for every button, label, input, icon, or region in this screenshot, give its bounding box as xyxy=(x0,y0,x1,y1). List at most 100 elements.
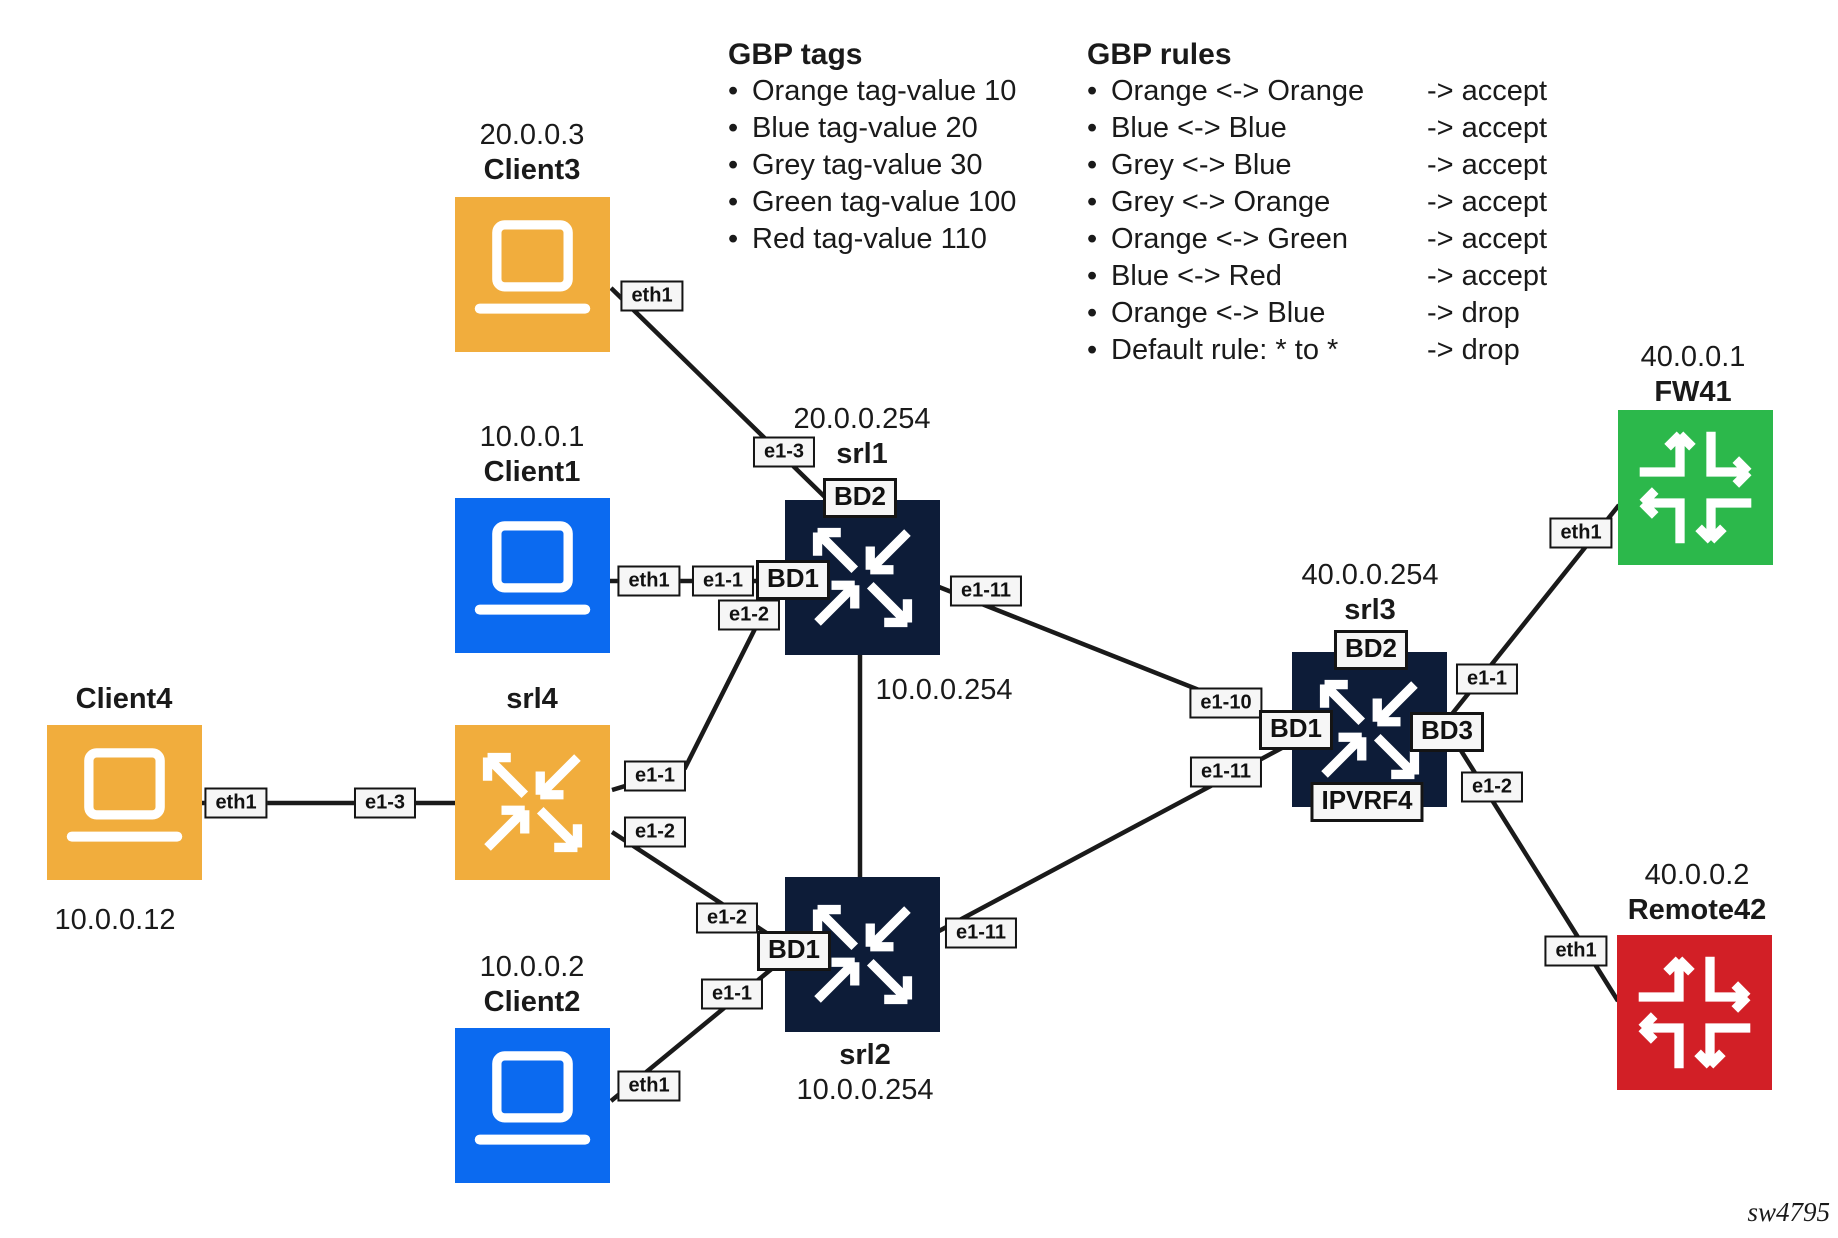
gbp-tag-item: • Orange tag-value 10 xyxy=(728,73,1016,110)
gbp-rule-item: • Orange <-> Green -> accept xyxy=(1087,221,1547,258)
gbp-rule-match: Default rule: * to * xyxy=(1111,334,1339,366)
laptop-icon xyxy=(455,498,610,653)
laptop-icon xyxy=(455,1028,610,1183)
node-client3 xyxy=(455,197,610,352)
bullet-icon: • xyxy=(1087,149,1098,181)
port-label-srl3-e1-1: e1-1 xyxy=(1455,663,1519,695)
laptop-icon xyxy=(455,197,610,352)
bullet-icon: • xyxy=(728,223,739,255)
gbp-rule-match: Blue <-> Red xyxy=(1111,260,1282,292)
bd-label-srl3-ipvrf4: IPVRF4 xyxy=(1310,782,1424,822)
gbp-rule-action: -> drop xyxy=(1427,334,1520,366)
caption-srl1: 20.0.0.254 srl1 xyxy=(702,402,1022,472)
node-ip: 40.0.0.2 xyxy=(1644,859,1750,891)
caption-client4-name: Client4 xyxy=(0,682,284,717)
port-label-srl2-e1-2: e1-2 xyxy=(695,902,759,934)
gbp-rule-item: • Blue <-> Red -> accept xyxy=(1087,258,1547,295)
bullet-icon: • xyxy=(1087,297,1098,329)
node-name: srl3 xyxy=(1344,594,1396,626)
caption-client2: 10.0.0.2 Client2 xyxy=(372,950,692,1020)
gbp-rule-action: -> drop xyxy=(1427,297,1520,329)
gbp-rule-match: Orange <-> Orange xyxy=(1111,75,1365,107)
caption-client1: 10.0.0.1 Client1 xyxy=(372,420,692,490)
bd-label-srl3-bd3: BD3 xyxy=(1409,712,1485,752)
gbp-rule-match: Orange <-> Green xyxy=(1111,223,1348,255)
gbp-rule-item: • Default rule: * to * -> drop xyxy=(1087,332,1547,369)
router-icon xyxy=(1617,935,1772,1090)
node-ip: 40.0.0.1 xyxy=(1640,341,1746,373)
port-label-srl4-e1-3: e1-3 xyxy=(353,787,417,819)
bullet-icon: • xyxy=(1087,334,1098,366)
bullet-icon: • xyxy=(1087,260,1098,292)
bd-label-srl3-bd2: BD2 xyxy=(1333,630,1409,670)
gbp-rule-match: Grey <-> Orange xyxy=(1111,186,1331,218)
bd-label-srl3-bd1: BD1 xyxy=(1258,710,1334,750)
node-client1 xyxy=(455,498,610,653)
gbp-tag-text: Red tag-value 110 xyxy=(752,223,987,255)
port-label-srl3-e1-11: e1-11 xyxy=(1189,756,1263,788)
node-fw41 xyxy=(1618,410,1773,565)
caption-srl2: srl2 10.0.0.254 xyxy=(705,1038,1025,1108)
gbp-tag-item: • Red tag-value 110 xyxy=(728,221,1016,258)
port-label-client1-e1-1: e1-1 xyxy=(691,565,755,597)
gbp-rule-action: -> accept xyxy=(1427,186,1548,218)
gbp-rule-item: • Orange <-> Orange -> accept xyxy=(1087,73,1547,110)
port-label-remote42-eth1: eth1 xyxy=(1544,935,1608,967)
gbp-rule-action: -> accept xyxy=(1427,223,1548,255)
node-ip: 10.0.0.2 xyxy=(479,951,585,983)
gbp-tag-text: Orange tag-value 10 xyxy=(752,75,1017,107)
port-label-client2-eth1: eth1 xyxy=(617,1070,681,1102)
gbp-rule-item: • Orange <-> Blue -> drop xyxy=(1087,295,1547,332)
gbp-rule-action: -> accept xyxy=(1427,149,1548,181)
gbp-tag-text: Grey tag-value 30 xyxy=(752,149,983,181)
bd-label-srl1-bd2: BD2 xyxy=(822,478,898,518)
port-label-client3-eth1: eth1 xyxy=(620,280,684,312)
node-ip: 10.0.0.254 xyxy=(796,1074,934,1106)
port-label-fw41-eth1: eth1 xyxy=(1549,517,1613,549)
node-ip: 10.0.0.1 xyxy=(479,421,585,453)
link-srl4-srl2 xyxy=(610,830,793,951)
gbp-rule-action: -> accept xyxy=(1427,112,1548,144)
node-name: Client2 xyxy=(483,986,581,1018)
bullet-icon: • xyxy=(728,149,739,181)
port-label-srl1-e1-11: e1-11 xyxy=(949,575,1023,607)
bullet-icon: • xyxy=(728,75,739,107)
bullet-icon: • xyxy=(728,186,739,218)
bullet-icon: • xyxy=(728,112,739,144)
switch-icon xyxy=(455,725,610,880)
gbp-rules-title: GBP rules xyxy=(1087,38,1232,71)
gbp-tag-item: • Grey tag-value 30 xyxy=(728,147,1016,184)
bullet-icon: • xyxy=(1087,75,1098,107)
caption-remote42: 40.0.0.2 Remote42 xyxy=(1537,858,1838,928)
node-name: Client4 xyxy=(75,683,173,715)
node-name: Remote42 xyxy=(1627,894,1767,926)
gbp-tag-text: Green tag-value 100 xyxy=(752,186,1017,218)
figure-id-watermark: sw4795 xyxy=(1747,1197,1830,1227)
node-srl4 xyxy=(455,725,610,880)
node-name: FW41 xyxy=(1654,376,1732,408)
caption-client3: 20.0.0.3 Client3 xyxy=(372,118,692,188)
gbp-tags-panel: GBP tags • Orange tag-value 10 • Blue ta… xyxy=(728,36,1016,258)
gbp-rules-panel: GBP rules • Orange <-> Orange -> accept … xyxy=(1087,36,1547,369)
port-label-srl3-e1-2: e1-2 xyxy=(1460,771,1524,803)
node-client2 xyxy=(455,1028,610,1183)
port-label-srl1-e1-2: e1-2 xyxy=(717,599,781,631)
bullet-icon: • xyxy=(1087,223,1098,255)
gbp-rule-item: • Grey <-> Orange -> accept xyxy=(1087,184,1547,221)
caption-srl4: srl4 xyxy=(372,682,692,717)
bd-label-srl1-bd1: BD1 xyxy=(755,560,831,600)
node-ip: 20.0.0.3 xyxy=(479,119,585,151)
node-name: Client1 xyxy=(483,456,581,488)
gbp-tags-title: GBP tags xyxy=(728,38,863,71)
gbp-tag-item: • Blue tag-value 20 xyxy=(728,110,1016,147)
node-name: Client3 xyxy=(483,154,581,186)
caption-client4-ip: 10.0.0.12 xyxy=(0,903,275,938)
router-icon xyxy=(1618,410,1773,565)
node-ip: 40.0.0.254 xyxy=(1301,559,1439,591)
port-label-srl4-e1-2: e1-2 xyxy=(623,816,687,848)
node-client4 xyxy=(47,725,202,880)
gbp-rule-action: -> accept xyxy=(1427,75,1548,107)
bullet-icon: • xyxy=(1087,112,1098,144)
port-label-srl2-e1-11: e1-11 xyxy=(944,917,1018,949)
